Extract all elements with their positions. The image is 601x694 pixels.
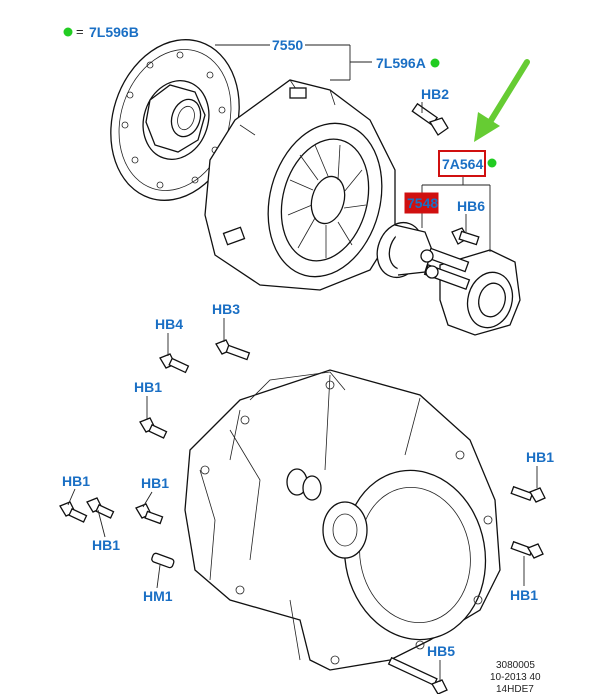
dot-7l596a-icon — [430, 58, 440, 68]
label-hb1-left-b[interactable]: HB1 — [92, 537, 120, 553]
transmission-housing[interactable] — [184, 369, 501, 671]
legend-dot-icon — [63, 27, 73, 37]
bolt-hb1-left-c[interactable] — [135, 503, 164, 525]
footer-ref: 14HDE7 — [496, 684, 534, 694]
bolt-hb1-right-b[interactable] — [510, 540, 544, 559]
label-hb6[interactable]: HB6 — [457, 198, 485, 214]
dowel-hm1[interactable] — [151, 552, 175, 569]
leader-lines — [67, 44, 538, 682]
label-hb4[interactable]: HB4 — [155, 316, 183, 332]
label-hb1-upper[interactable]: HB1 — [134, 379, 162, 395]
footer-code: 3080005 — [496, 660, 535, 671]
release-bearing[interactable] — [370, 216, 433, 284]
bolt-hb1-left-a[interactable] — [59, 501, 88, 523]
bolt-hb1-right-a[interactable] — [510, 485, 546, 503]
label-7550[interactable]: 7550 — [272, 37, 303, 53]
label-hb3[interactable]: HB3 — [212, 301, 240, 317]
label-hb2[interactable]: HB2 — [421, 86, 449, 102]
bolt-hb2[interactable] — [411, 102, 449, 136]
bolt-hb1-upper[interactable] — [139, 417, 168, 439]
label-hb1-right-b[interactable]: HB1 — [510, 587, 538, 603]
label-7548[interactable]: 7548 — [407, 195, 438, 211]
slave-cylinder[interactable] — [420, 247, 521, 336]
bolt-hb1-left-b[interactable] — [86, 497, 115, 519]
pointer-arrow-icon — [474, 59, 530, 142]
highlight-box-7a564 — [438, 150, 486, 177]
label-hb5[interactable]: HB5 — [427, 643, 455, 659]
label-hb1-left-c[interactable]: HB1 — [141, 475, 169, 491]
label-7l596b[interactable]: 7L596B — [89, 24, 139, 40]
label-hb1-left-a[interactable]: HB1 — [62, 473, 90, 489]
clutch-disc[interactable] — [91, 23, 260, 217]
bolt-hb3[interactable] — [215, 339, 251, 361]
label-7l596a[interactable]: 7L596A — [376, 55, 426, 71]
bolt-hb4[interactable] — [159, 353, 190, 374]
bolt-hb6[interactable] — [451, 227, 480, 246]
pressure-plate[interactable] — [204, 79, 398, 291]
label-7a564[interactable]: 7A564 — [442, 156, 483, 172]
dot-7a564-icon — [487, 158, 497, 168]
footer-date: 10-2013 40 — [490, 672, 541, 683]
label-hb1-right-a[interactable]: HB1 — [526, 449, 554, 465]
label-hm1[interactable]: HM1 — [143, 588, 173, 604]
bolt-hb5[interactable] — [387, 656, 448, 694]
highlight-box-7548 — [404, 192, 439, 214]
legend-equals: = — [76, 24, 84, 39]
